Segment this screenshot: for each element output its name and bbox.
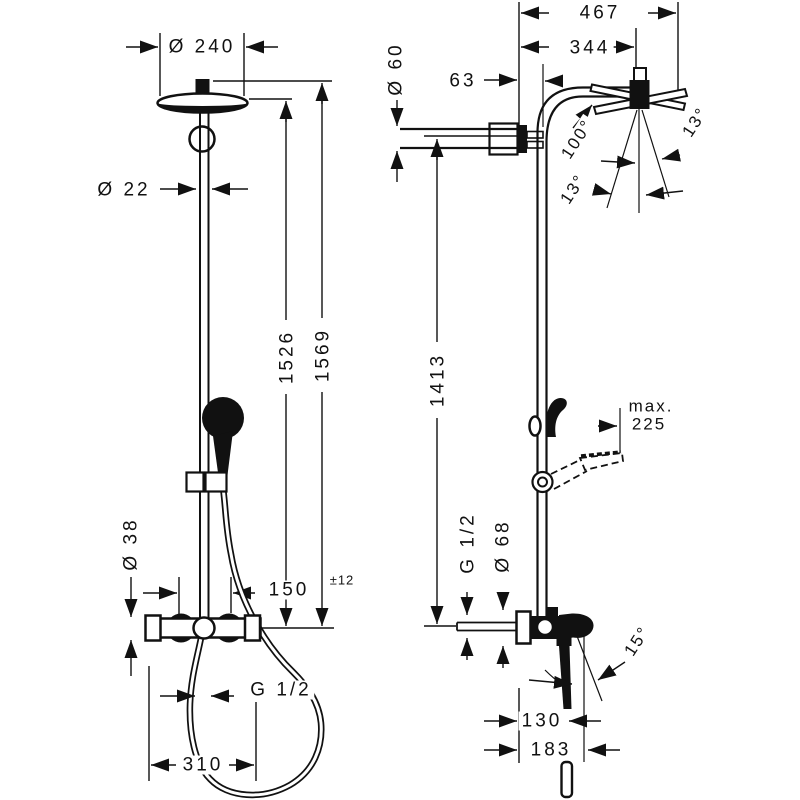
dim-height-total: 1569: [313, 324, 334, 386]
dim-height-to-arm: 1413: [428, 349, 449, 411]
front-riser-pipe: [199, 112, 210, 620]
dim-hose-loop-width: 310: [179, 755, 227, 775]
lever-swing-lines: [528, 635, 626, 702]
dim-arm-diameter: Ø 60: [386, 39, 407, 99]
wall-supply-arm: [400, 122, 544, 156]
front-dimension-lines: [124, 33, 334, 781]
dim-head-diameter: Ø 240: [165, 37, 239, 57]
dim-connection-distance: 150: [265, 580, 313, 600]
dim-connection-tolerance: ±12: [326, 573, 358, 587]
side-riser-pipe: [536, 86, 632, 620]
dim-depth-to-spout: 183: [527, 740, 575, 760]
overhead-shower-front: [156, 79, 249, 153]
shower-hose: [186, 479, 325, 799]
dim-depth-to-lever: 130: [518, 711, 566, 731]
dim-reach-to-pivot: 344: [566, 38, 614, 58]
depth-dimension-arrows: [484, 714, 620, 757]
label-hose-thread: G 1/2: [247, 680, 315, 700]
dim-escutcheon-diameter: Ø 68: [493, 516, 514, 576]
dim-height-to-head: 1526: [277, 326, 298, 388]
side-view-drawing: [390, 2, 689, 799]
bath-mixer-side: [456, 607, 594, 799]
front-view-drawing: [124, 33, 334, 799]
label-inlet-thread: G 1/2: [458, 509, 479, 577]
dim-reach-total: 467: [576, 3, 624, 23]
label-max-clearance: max.: [625, 397, 677, 415]
dim-clearance-value: 225: [628, 415, 670, 433]
overhead-shower-side: [589, 67, 689, 116]
hand-shower-front: [185, 397, 244, 493]
side-dimension-lines: [390, 2, 679, 762]
thermostat-valve-front: [144, 613, 262, 643]
dim-pipe-diameter: Ø 22: [94, 180, 154, 200]
dim-valve-diameter: Ø 38: [121, 514, 142, 574]
hand-shower-side: [528, 397, 624, 494]
hand-shower-dashed-position: [550, 452, 624, 490]
front-overlay-arrows: [151, 689, 254, 772]
dim-wall-offset: 63: [446, 71, 480, 91]
